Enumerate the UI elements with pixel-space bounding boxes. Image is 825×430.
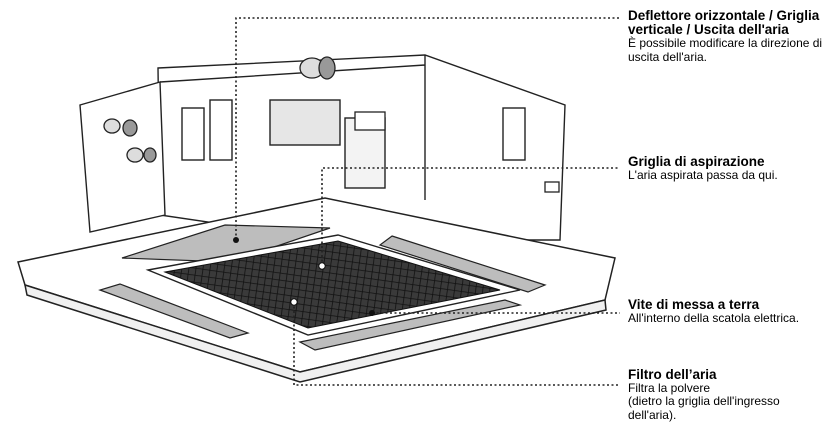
- pipe-fittings: [103, 56, 560, 193]
- leader-lines: [235, 17, 620, 386]
- label-deflector-title: Deflettore orizzontale / Griglia vertica…: [628, 8, 820, 38]
- label-filter-description-1: Filtra la polvere: [628, 381, 711, 396]
- air-outlet-louvers: [98, 224, 547, 351]
- label-intake-grille: Griglia di aspirazione L'aria aspirata p…: [628, 154, 823, 183]
- leader-deflector: [235, 17, 620, 240]
- leader-intake: [321, 167, 620, 266]
- label-deflector: Deflettore orizzontale / Griglia vertica…: [628, 8, 823, 64]
- intake-grille: [145, 234, 521, 336]
- leader-points: [233, 237, 375, 316]
- label-intake-title: Griglia di aspirazione: [628, 154, 765, 169]
- label-ground-description: All'interno della scatola elettrica.: [628, 311, 800, 326]
- label-air-filter: Filtro dell’aria Filtra la polvere (diet…: [628, 367, 823, 422]
- label-ground-title: Vite di messa a terra: [628, 297, 760, 312]
- leader-filter: [293, 302, 620, 386]
- label-ground-screw: Vite di messa a terra All'interno della …: [628, 297, 823, 326]
- label-filter-title: Filtro dell’aria: [628, 367, 717, 382]
- label-intake-description: L'aria aspirata passa da qui.: [628, 168, 778, 183]
- label-filter-description-2: (dietro la griglia dell'ingresso dell'ar…: [628, 394, 780, 422]
- label-deflector-description: È possibile modificare la direzione di u…: [628, 36, 823, 64]
